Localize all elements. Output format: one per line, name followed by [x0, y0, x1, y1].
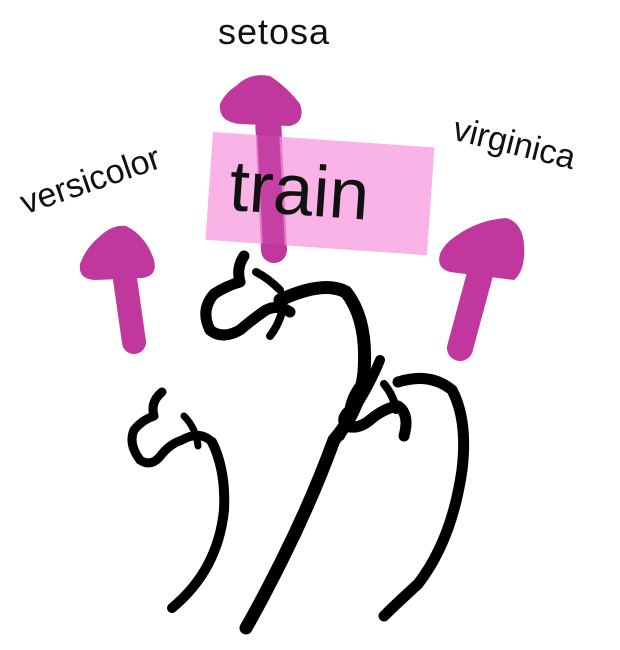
middle-figure-back: [239, 281, 372, 635]
left-figure-head: [127, 387, 217, 468]
right-figure-body: [378, 372, 470, 622]
right-figure-head: [338, 378, 412, 442]
setosa-arrow-head: [219, 75, 302, 126]
middle-figure-neck: [252, 268, 284, 294]
virginica-arrow-head: [439, 218, 525, 280]
versicolor-arrow-head: [79, 225, 155, 280]
left-figure-neck: [180, 412, 202, 450]
right-figure-neck: [380, 380, 400, 414]
setosa-label: setosa: [218, 11, 331, 52]
middle-figure-chin: [266, 308, 286, 340]
middle-figure-head: [200, 250, 296, 341]
setosa-arrow-shaft-overlay: [257, 119, 285, 261]
left-figure-body: [167, 437, 230, 613]
